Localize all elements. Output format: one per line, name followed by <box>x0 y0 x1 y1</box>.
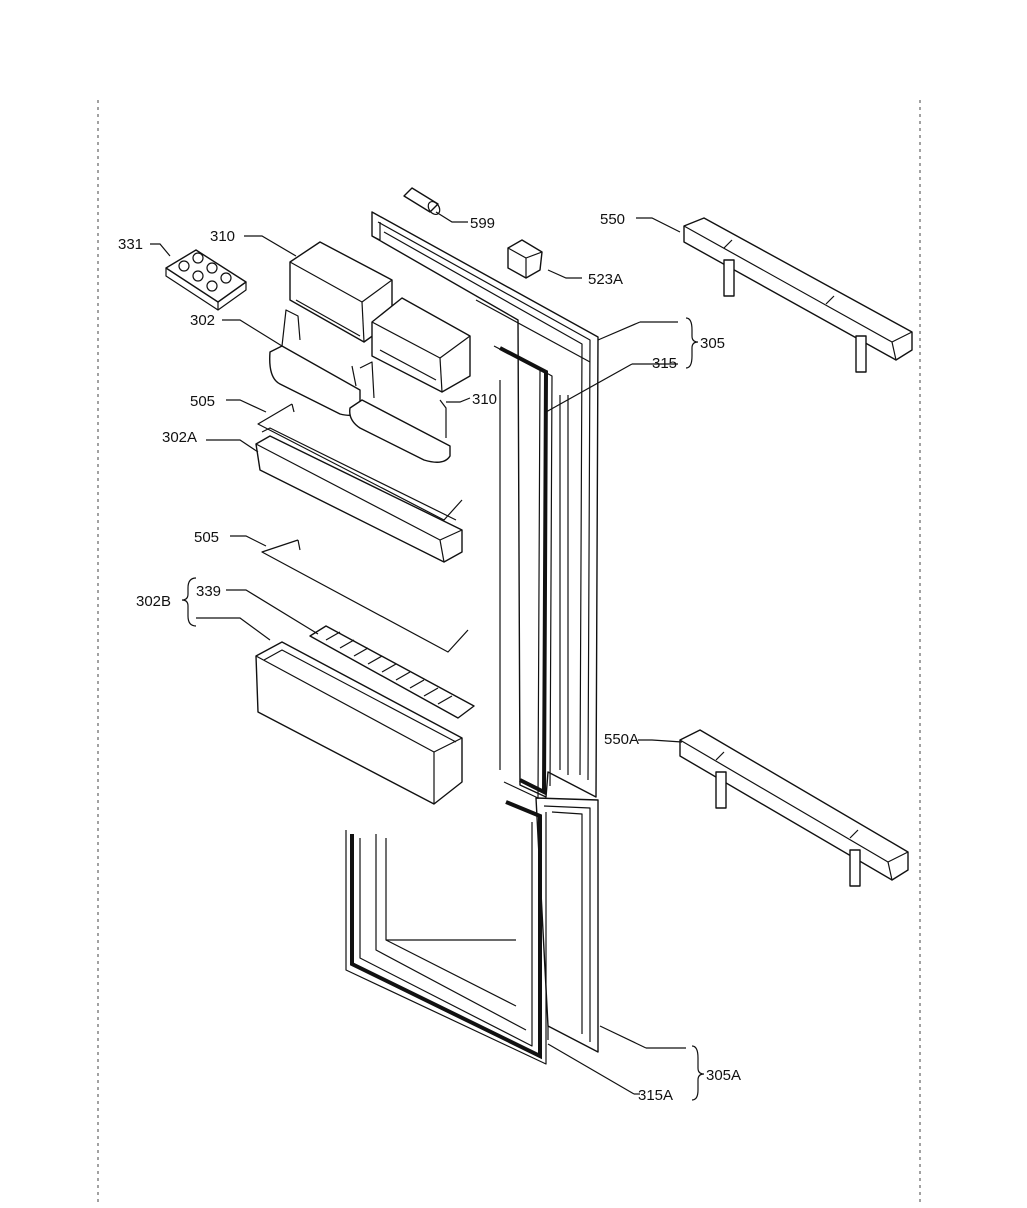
label-550: 550 <box>600 211 625 228</box>
part-302-shelf-right <box>349 361 451 463</box>
part-302a-door-shelf <box>255 427 463 563</box>
label-310-lower: 310 <box>472 391 497 408</box>
lower-door-305a <box>535 797 599 1053</box>
part-550-hinge-bar <box>683 217 913 373</box>
part-310-box-right <box>371 297 471 393</box>
label-315a: 315A <box>638 1087 673 1104</box>
upper-door-305 <box>371 211 599 798</box>
label-523a: 523A <box>588 271 623 288</box>
label-599: 599 <box>470 215 495 232</box>
part-505-rail-upper <box>257 403 463 521</box>
label-315: 315 <box>652 355 677 372</box>
leader-lines <box>150 211 686 1095</box>
part-331-egg-tray <box>165 249 247 311</box>
label-339: 339 <box>196 583 221 600</box>
part-302b-bottle-shelf <box>255 641 463 805</box>
label-505-lower: 505 <box>194 529 219 546</box>
part-505-rail-lower <box>261 539 469 653</box>
label-302b: 302B <box>136 593 171 610</box>
lower-gasket-315a <box>345 800 547 1065</box>
upper-gasket-315 <box>493 345 553 799</box>
label-505-upper: 505 <box>190 393 215 410</box>
part-339-bottle-guard <box>309 625 475 719</box>
label-550a: 550A <box>604 731 639 748</box>
label-305a: 305A <box>706 1067 741 1084</box>
brace-305a <box>691 1045 705 1101</box>
label-302: 302 <box>190 312 215 329</box>
label-310-top: 310 <box>210 228 235 245</box>
brace-302b <box>181 577 197 627</box>
label-305: 305 <box>700 335 725 352</box>
label-331: 331 <box>118 236 143 253</box>
part-523a-block <box>507 239 543 279</box>
label-302a: 302A <box>162 429 197 446</box>
part-550a-hinge-bar <box>679 729 909 887</box>
brace-305 <box>685 317 699 369</box>
